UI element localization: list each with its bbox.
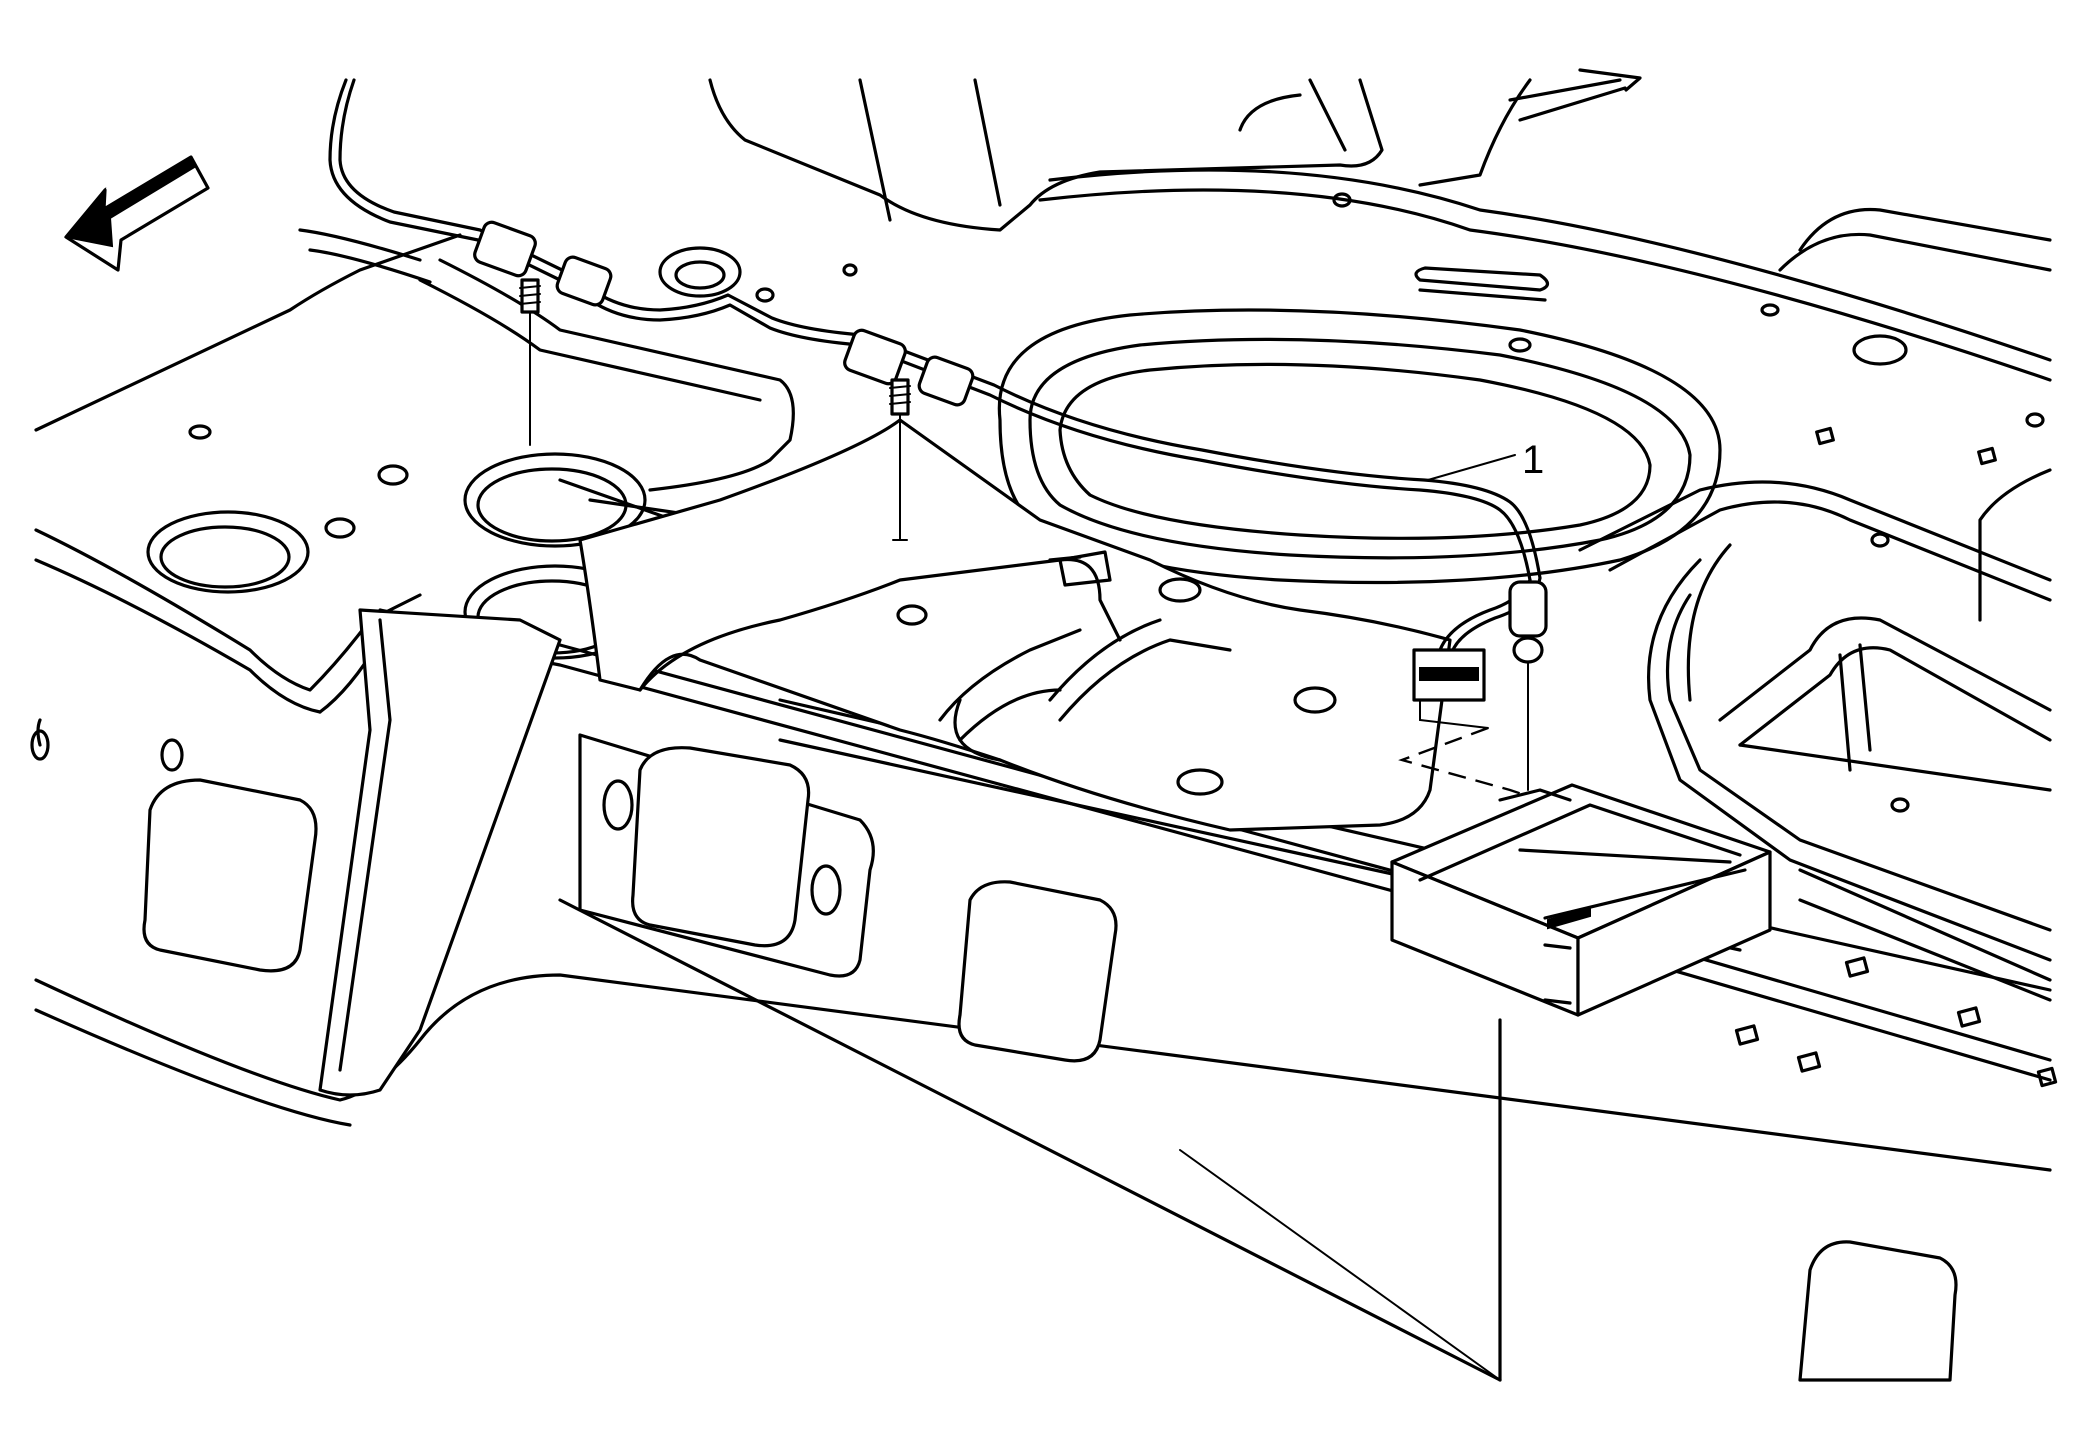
callout-1-leader: 1: [1427, 438, 1544, 482]
module-mounting-bracket: [578, 418, 1452, 832]
rear-sill-panel: [142, 608, 1958, 1382]
right-rear-panel-ribs: [1578, 468, 2052, 1002]
antenna-cable: [328, 78, 1548, 797]
cable-clip-left: [473, 220, 613, 446]
square-locator-holes: [1734, 426, 2058, 1088]
cable-connector: [1412, 580, 1548, 791]
spare-tire-well: [997, 93, 1722, 585]
forward-direction-arrow-icon: [64, 155, 210, 272]
cable-clip-right: [843, 328, 975, 541]
radio-receiver-module: [1390, 783, 1772, 1017]
rear-seat-pan-panel: [708, 68, 2052, 382]
callout-1-label: 1: [1522, 438, 1544, 482]
